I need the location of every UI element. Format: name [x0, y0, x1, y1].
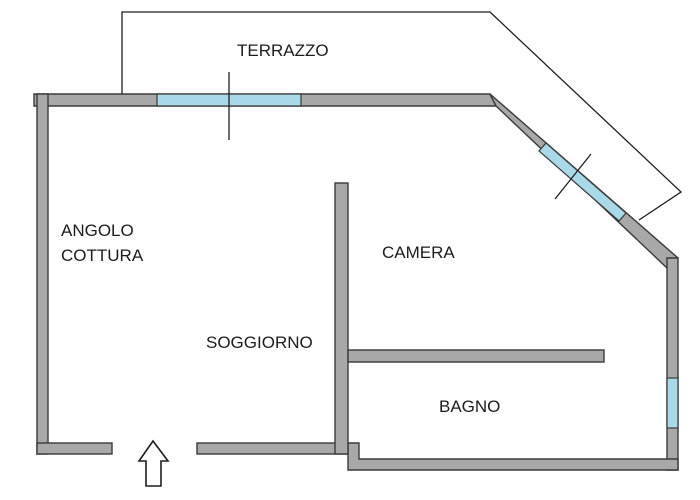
bathroom-wall — [347, 349, 605, 363]
partition-wall — [334, 182, 349, 455]
room-label-terrazzo: TERRAZZO — [237, 41, 329, 60]
right-wall — [666, 257, 679, 471]
up-arrow-icon — [137, 439, 170, 487]
bottom-middle-wall — [196, 442, 349, 455]
walls — [33, 93, 680, 471]
bottom-left-wall — [36, 442, 113, 455]
bottom-right-wall — [347, 442, 679, 471]
diagonal-window-mark — [554, 153, 592, 200]
room-label-camera: CAMERA — [382, 243, 455, 262]
diagonal-window — [538, 142, 627, 222]
left-wall — [36, 93, 49, 455]
room-label-angolo-line1: ANGOLO — [61, 221, 134, 240]
right-window — [666, 377, 679, 429]
room-label-bagno: BAGNO — [439, 397, 500, 416]
room-label-angolo-line2: COTTURA — [61, 246, 144, 265]
room-label-soggiorno: SOGGIORNO — [206, 333, 313, 352]
terrace-outline — [121, 11, 683, 221]
